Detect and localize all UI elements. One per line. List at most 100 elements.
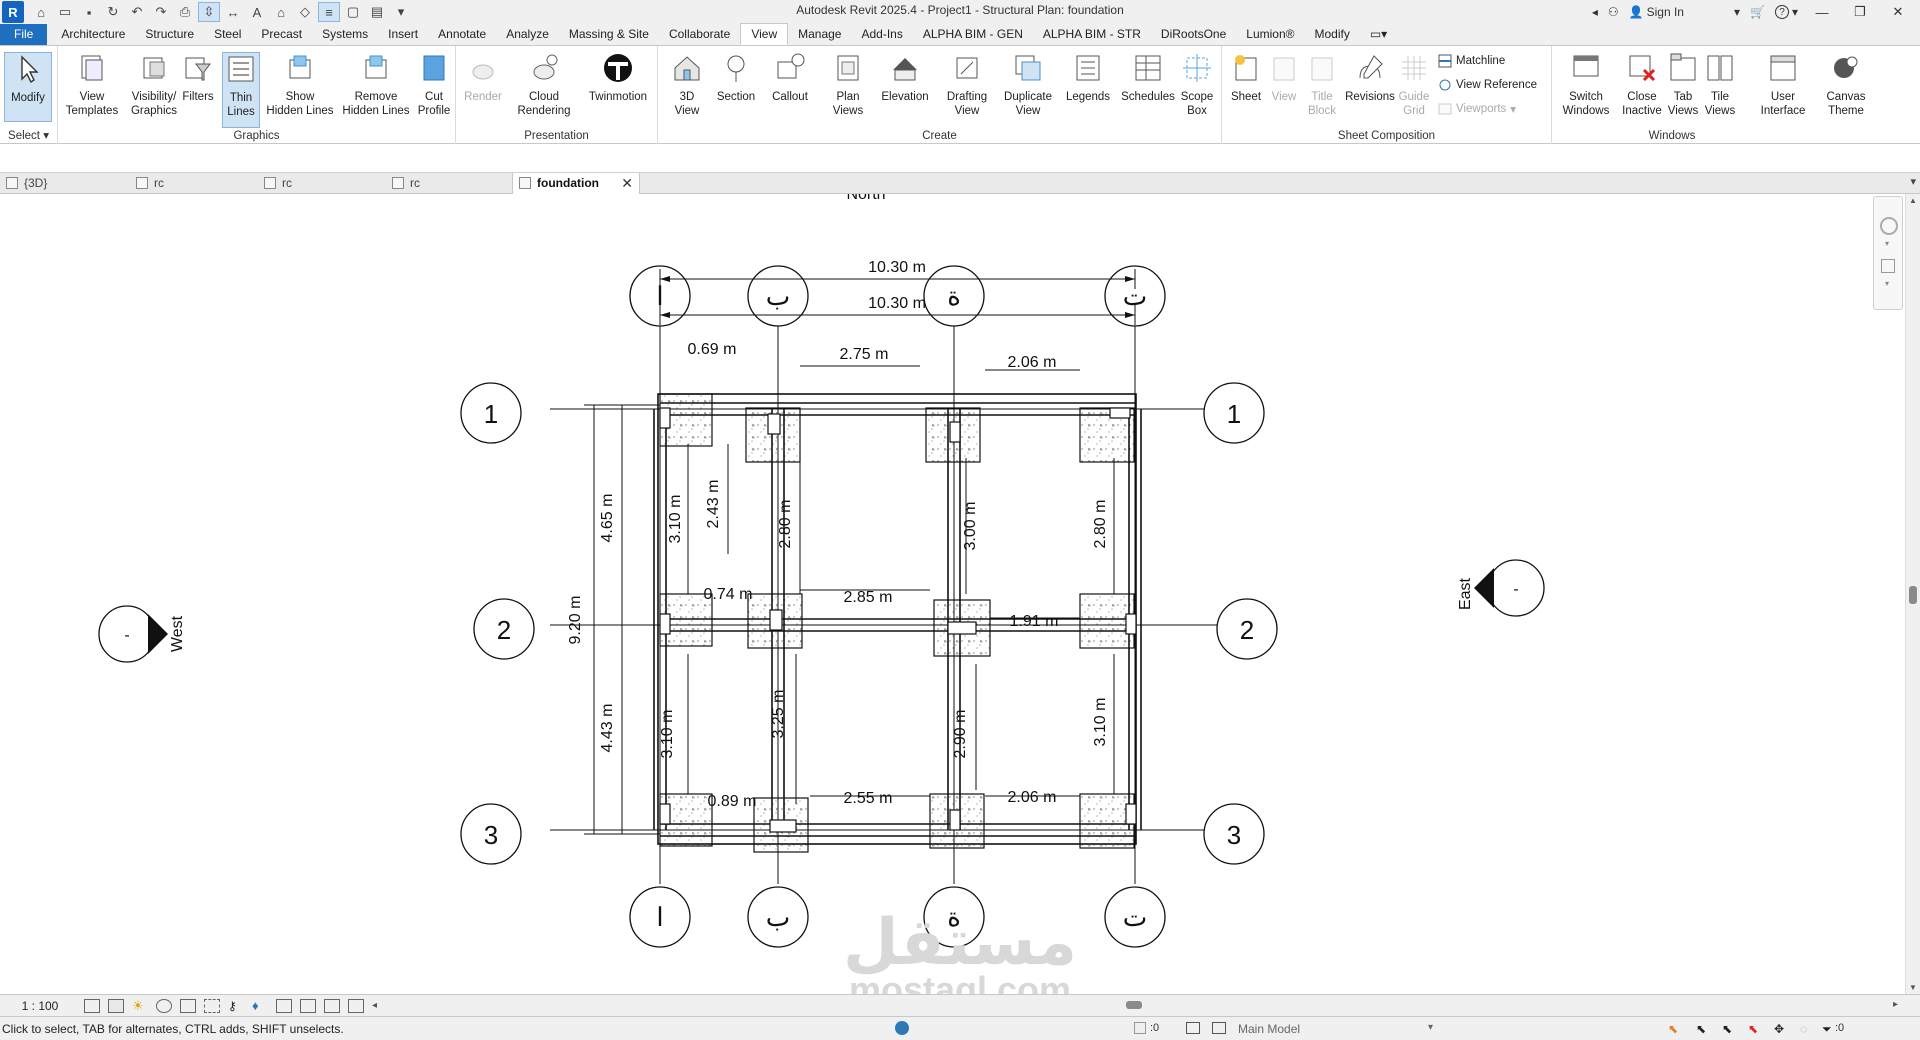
tab-steel[interactable]: Steel [214, 27, 242, 41]
view-tab-rc-1[interactable]: rc [130, 173, 256, 194]
duplicate-view-button[interactable]: Duplicate View [996, 52, 1060, 118]
view-reference-button[interactable]: View Reference [1438, 78, 1537, 92]
select-underlay-icon[interactable]: ⬉ [1696, 1022, 1707, 1036]
tile-views-button[interactable]: Tile Views [1698, 52, 1742, 118]
home-icon[interactable]: ⌂ [37, 4, 45, 20]
remove-hidden-lines-button[interactable]: Remove Hidden Lines [338, 52, 414, 118]
analytical-model-icon[interactable] [324, 998, 340, 1013]
revisions-button[interactable]: Revisions [1340, 52, 1400, 104]
3d-view-button[interactable]: 3D View [662, 52, 712, 118]
tab-annotate[interactable]: Annotate [438, 27, 487, 41]
select-pinned-icon[interactable]: ⬉ [1722, 1022, 1733, 1036]
design-options-icon[interactable] [1186, 1022, 1200, 1034]
show-hidden-lines-button[interactable]: Show Hidden Lines [264, 52, 336, 118]
tab-view[interactable]: View [740, 23, 789, 45]
tab-architecture[interactable]: Architecture [61, 27, 126, 41]
zoom-icon[interactable] [1881, 259, 1895, 273]
tab-alpha-bim-gen[interactable]: ALPHA BIM - GEN [922, 27, 1023, 41]
crop-view-icon[interactable] [180, 998, 196, 1013]
restore-icon[interactable]: ❐ [1854, 4, 1866, 19]
select-links-icon[interactable]: ⬉ [1668, 1022, 1679, 1036]
tab-analyze[interactable]: Analyze [506, 27, 549, 41]
tab-collaborate[interactable]: Collaborate [668, 27, 731, 41]
print-icon[interactable]: ⎙ [179, 4, 191, 19]
background-process-icon[interactable]: ◌ [1800, 1022, 1808, 1036]
tab-insert[interactable]: Insert [388, 27, 419, 41]
user-interface-button[interactable]: User Interface [1750, 52, 1816, 118]
section-icon[interactable]: ◇ [300, 4, 310, 19]
model-dropdown-icon[interactable]: ▾ [1428, 1022, 1434, 1033]
switch-windows-button[interactable]: Switch Windows [1554, 52, 1618, 118]
view-tab-foundation[interactable]: foundation✕ [512, 173, 640, 194]
temporary-view-props-icon[interactable] [300, 998, 316, 1013]
horizontal-scroll-thumb[interactable] [1126, 1001, 1142, 1009]
hscroll-left-icon[interactable]: ◂ [372, 1000, 378, 1011]
visual-style-icon[interactable] [108, 998, 124, 1013]
tab-manage[interactable]: Manage [798, 27, 842, 41]
tab-systems[interactable]: Systems [322, 27, 369, 41]
shadows-icon[interactable] [156, 998, 172, 1013]
customize-qat-icon[interactable]: ▾ [397, 4, 405, 19]
align-icon[interactable]: ⇳ [198, 2, 220, 22]
search-arrow-icon[interactable]: ◂ [1591, 5, 1598, 19]
select-group-title[interactable]: Select ▾ [8, 130, 49, 142]
detail-level-icon[interactable] [84, 998, 100, 1013]
tab-dirootsone[interactable]: DiRootsOne [1160, 27, 1227, 41]
drafting-view-button[interactable]: Drafting View [936, 52, 998, 118]
wheel-dropdown-icon[interactable]: ▾ [1885, 239, 1890, 248]
drag-on-selection-icon[interactable]: ✥ [1774, 1022, 1785, 1036]
unlocked-3d-icon[interactable]: ⚷ [228, 998, 237, 1013]
schedules-button[interactable]: Schedules [1116, 52, 1180, 104]
show-crop-icon[interactable] [204, 998, 220, 1013]
model-icon[interactable] [1212, 1022, 1226, 1034]
sync-icon[interactable]: ↻ [107, 4, 119, 19]
undo-icon[interactable]: ↶ [131, 4, 143, 19]
text-icon[interactable]: A [252, 4, 262, 20]
close-inactive-button[interactable]: Close Inactive [1616, 52, 1668, 118]
sign-in-dropdown-icon[interactable]: ▾ [1733, 5, 1741, 19]
tab-file[interactable]: File [0, 24, 48, 45]
redo-icon[interactable]: ↷ [155, 4, 167, 19]
sheet-button[interactable]: Sheet [1224, 52, 1268, 104]
steering-wheel-icon[interactable] [1880, 217, 1898, 235]
scope-box-button[interactable]: Scope Box [1172, 52, 1222, 118]
filter-icon[interactable]: ⏷ [1822, 1022, 1832, 1036]
scroll-down-icon[interactable]: ▼ [1909, 983, 1917, 992]
save-icon[interactable]: ▪ [86, 4, 92, 20]
cloud-rendering-button[interactable]: Cloud Rendering [508, 52, 580, 118]
ribbon-toggle-icon[interactable]: ▭▾ [1369, 27, 1388, 41]
3d-view-icon[interactable]: ⌂ [277, 4, 285, 20]
view-tab-rc-2[interactable]: rc [258, 173, 384, 194]
editable-only-icon[interactable] [1134, 1022, 1146, 1034]
active-model-select[interactable]: Main Model [1238, 1022, 1301, 1036]
legends-button[interactable]: Legends [1058, 52, 1118, 104]
open-icon[interactable]: ▭ [58, 4, 72, 19]
elevation-button[interactable]: Elevation [874, 52, 936, 104]
tab-precast[interactable]: Precast [261, 27, 303, 41]
scroll-up-icon[interactable]: ▲ [1909, 196, 1917, 205]
hscroll-right-icon[interactable]: ▸ [1892, 999, 1898, 1010]
visibility-graphics-button[interactable]: Visibility/ Graphics [124, 52, 184, 118]
filters-button[interactable]: Filters [176, 52, 220, 104]
view-tab-3d[interactable]: {3D} [0, 173, 128, 194]
cut-profile-button[interactable]: Cut Profile [412, 52, 456, 118]
tab-views-button[interactable]: Tab Views [1662, 52, 1704, 118]
tab-lumion[interactable]: Lumion® [1246, 27, 1295, 41]
worksharing-icon[interactable] [895, 1021, 909, 1035]
tab-structure[interactable]: Structure [145, 27, 195, 41]
tab-massing-site[interactable]: Massing & Site [568, 27, 649, 41]
dimension-icon[interactable]: ↔ [226, 4, 240, 20]
switch-windows-qat-icon[interactable]: ▤ [370, 4, 384, 19]
cart-icon[interactable]: 🛒 [1750, 5, 1765, 19]
temporary-hide-icon[interactable]: ♦ [252, 997, 259, 1013]
plan-views-button[interactable]: Plan Views [820, 52, 876, 118]
modify-button[interactable]: Modify [4, 52, 52, 122]
sign-in-button[interactable]: 👤Sign In [1629, 5, 1684, 19]
vertical-scroll-thumb[interactable] [1909, 586, 1917, 604]
help-button[interactable]: ?▾ [1774, 5, 1798, 19]
view-templates-button[interactable]: View Templates [62, 52, 122, 118]
reveal-hidden-icon[interactable] [276, 998, 292, 1013]
revit-logo-icon[interactable]: R [2, 1, 24, 23]
